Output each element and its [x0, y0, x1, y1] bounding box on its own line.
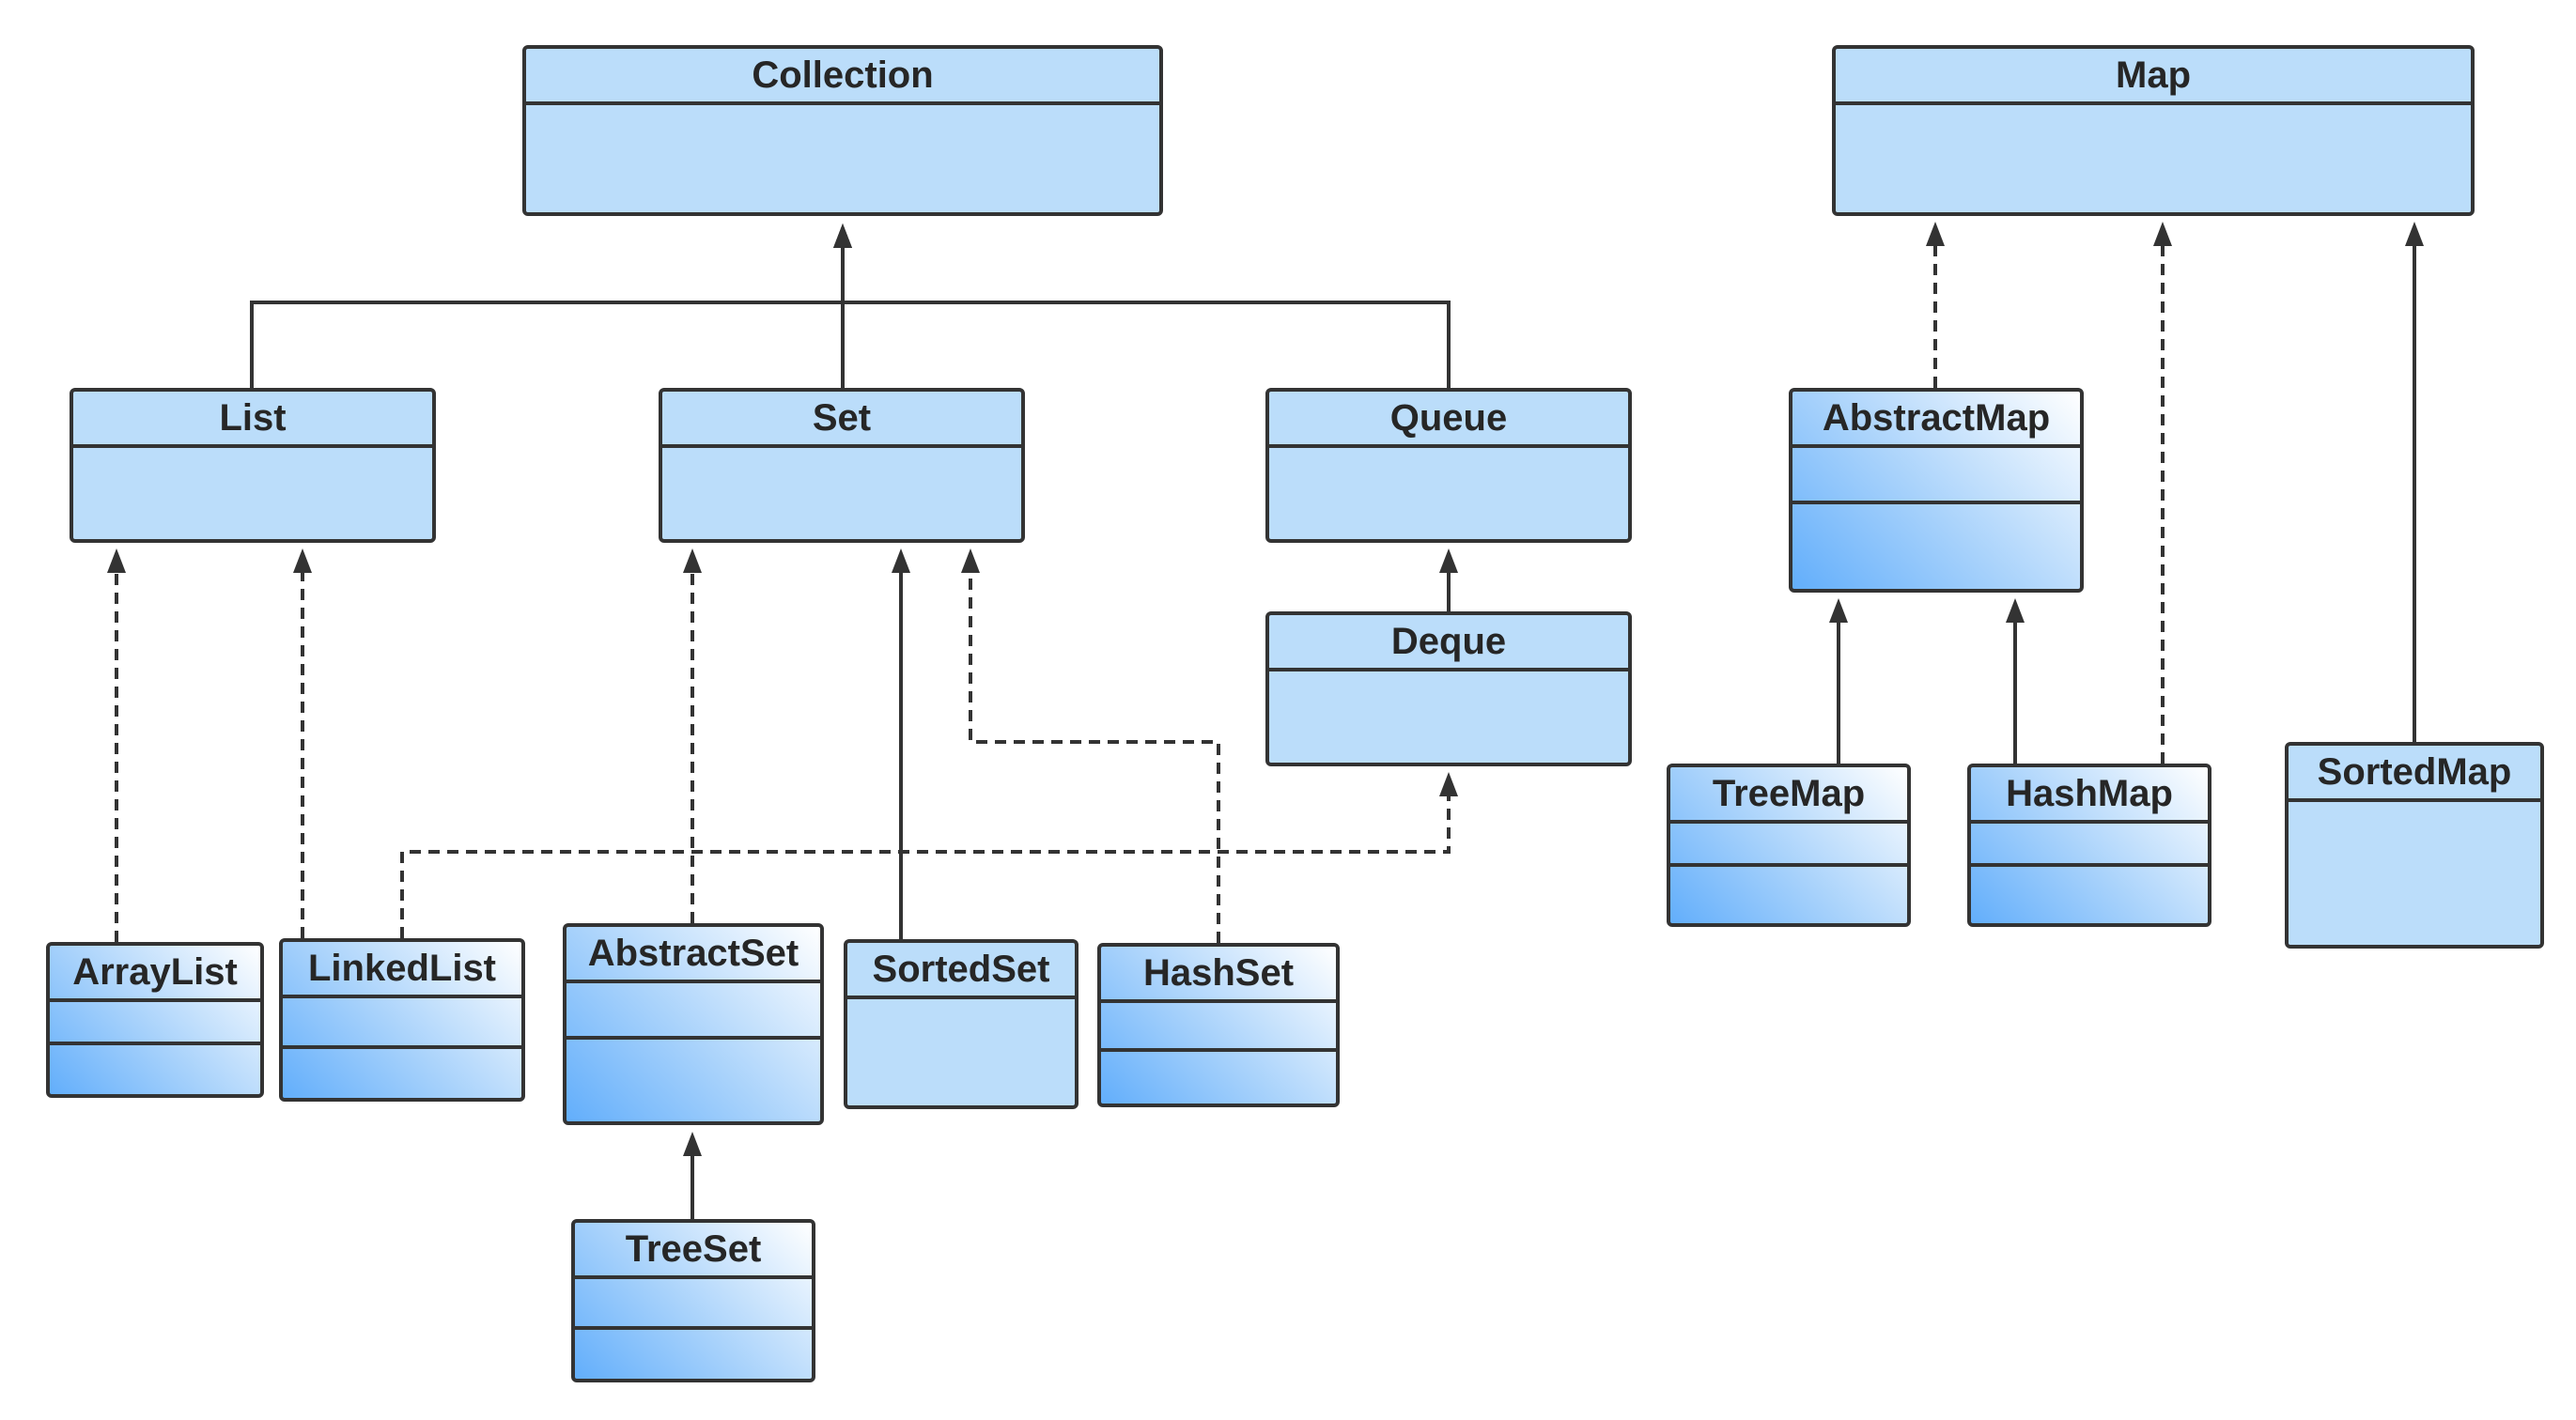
edge-arraylist-to-list	[107, 548, 126, 942]
arrowhead-icon	[2006, 598, 2025, 623]
class-attributes	[1670, 824, 1907, 867]
edge-queue-to-collection	[833, 224, 1451, 388]
class-name: Collection	[526, 49, 1159, 105]
arrowhead-icon	[683, 548, 702, 573]
class-body	[73, 448, 432, 539]
edge-line	[969, 571, 1220, 943]
class-hashset[interactable]: HashSet	[1097, 943, 1340, 1107]
class-name: LinkedList	[283, 942, 521, 998]
class-methods	[575, 1330, 812, 1379]
class-methods	[566, 1040, 820, 1121]
class-body	[526, 105, 1159, 212]
class-hashmap[interactable]: HashMap	[1967, 764, 2211, 927]
class-attributes	[1792, 448, 2080, 504]
class-abstractset[interactable]: AbstractSet	[563, 923, 824, 1125]
edge-line	[841, 246, 1451, 388]
class-sortedset[interactable]: SortedSet	[844, 939, 1079, 1109]
class-deque[interactable]: Deque	[1265, 611, 1632, 766]
class-name: Set	[662, 392, 1021, 448]
edge-treeset-to-abstractset	[683, 1132, 702, 1219]
edge-deque-to-queue	[1439, 548, 1458, 611]
class-methods	[1670, 867, 1907, 923]
class-name: ArrayList	[50, 946, 260, 1002]
class-name: Deque	[1269, 615, 1628, 671]
class-methods	[1792, 504, 2080, 589]
class-name: HashSet	[1101, 947, 1336, 1003]
class-attributes	[50, 1002, 260, 1045]
edge-linkedlist-to-list	[293, 548, 312, 938]
edge-line	[250, 246, 845, 388]
arrowhead-icon	[2405, 222, 2424, 246]
class-map[interactable]: Map	[1832, 45, 2475, 216]
arrowhead-icon	[2153, 222, 2172, 246]
class-set[interactable]: Set	[659, 388, 1025, 543]
class-methods	[1971, 867, 2208, 923]
edge-abstractmap-to-map	[1926, 222, 1945, 388]
edge-hashmap-to-abstractmap	[2006, 598, 2025, 764]
arrowhead-icon	[1829, 598, 1848, 623]
arrowhead-icon	[1439, 548, 1458, 573]
edge-hashmap-to-map	[2153, 222, 2172, 764]
edge-sortedmap-to-map	[2405, 222, 2424, 742]
class-methods	[50, 1045, 260, 1094]
class-body	[2289, 802, 2540, 945]
edge-abstractset-to-set	[683, 548, 702, 923]
class-name: TreeSet	[575, 1223, 812, 1279]
arrowhead-icon	[833, 224, 852, 248]
class-name: SortedSet	[847, 943, 1075, 999]
class-methods	[283, 1049, 521, 1098]
edge-line	[400, 795, 1451, 938]
class-name: Map	[1836, 49, 2471, 105]
class-name: List	[73, 392, 432, 448]
class-treeset[interactable]: TreeSet	[571, 1219, 815, 1382]
class-arraylist[interactable]: ArrayList	[46, 942, 264, 1098]
class-collection[interactable]: Collection	[522, 45, 1163, 216]
class-body	[662, 448, 1021, 539]
class-body	[1269, 448, 1628, 539]
arrowhead-icon	[892, 548, 910, 573]
edge-treemap-to-abstractmap	[1829, 598, 1848, 764]
class-queue[interactable]: Queue	[1265, 388, 1632, 543]
arrowhead-icon	[683, 1132, 702, 1156]
arrowhead-icon	[293, 548, 312, 573]
class-name: HashMap	[1971, 767, 2208, 824]
class-body	[847, 999, 1075, 1105]
class-attributes	[566, 983, 820, 1040]
class-name: AbstractSet	[566, 927, 820, 983]
class-sortedmap[interactable]: SortedMap	[2285, 742, 2544, 949]
class-body	[1269, 671, 1628, 763]
edge-linkedlist-to-deque	[400, 772, 1458, 938]
arrowhead-icon	[107, 548, 126, 573]
edge-sortedset-to-set	[892, 548, 910, 939]
edge-list-to-collection	[250, 224, 852, 388]
class-name: SortedMap	[2289, 746, 2540, 802]
class-abstractmap[interactable]: AbstractMap	[1789, 388, 2084, 593]
class-list[interactable]: List	[70, 388, 436, 543]
edge-hashset-to-set	[961, 548, 1220, 943]
class-attributes	[1971, 824, 2208, 867]
arrowhead-icon	[1439, 772, 1458, 796]
class-name: TreeMap	[1670, 767, 1907, 824]
class-body	[1836, 105, 2471, 212]
arrowhead-icon	[961, 548, 980, 573]
class-attributes	[575, 1279, 812, 1330]
class-methods	[1101, 1052, 1336, 1104]
class-attributes	[283, 998, 521, 1049]
class-name: Queue	[1269, 392, 1628, 448]
class-attributes	[1101, 1003, 1336, 1052]
arrowhead-icon	[1926, 222, 1945, 246]
class-treemap[interactable]: TreeMap	[1667, 764, 1911, 927]
class-name: AbstractMap	[1792, 392, 2080, 448]
class-linkedlist[interactable]: LinkedList	[279, 938, 525, 1102]
